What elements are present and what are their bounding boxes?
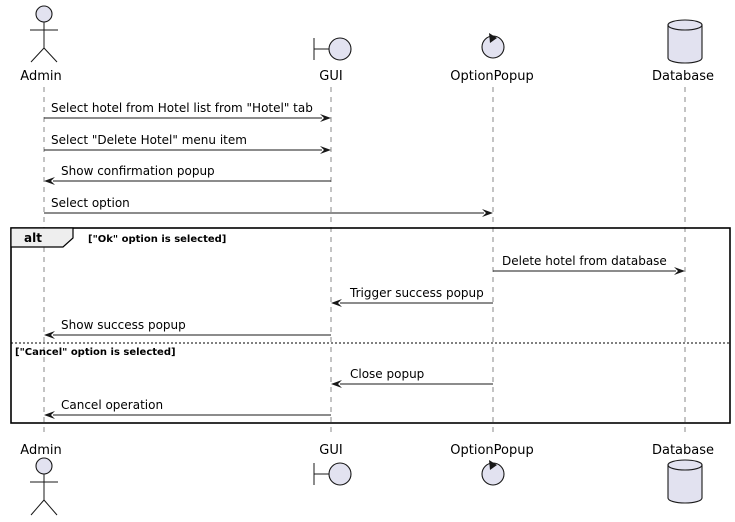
alt-keyword: alt xyxy=(24,231,42,245)
message-label-4: Select option xyxy=(51,196,130,210)
alt-guard-ok: ["Ok" option is selected] xyxy=(88,234,226,245)
message-3 xyxy=(44,177,331,185)
actor-admin-icon-top xyxy=(30,5,58,63)
message-label-6: Trigger success popup xyxy=(349,286,484,300)
actor-admin-icon-bottom xyxy=(30,457,58,516)
message-6 xyxy=(331,299,493,307)
message-4 xyxy=(44,209,493,217)
database-icon-top xyxy=(667,19,703,64)
control-option-popup-icon-bottom xyxy=(481,460,505,486)
message-label-7: Show success popup xyxy=(61,318,186,332)
participant-label-option-popup: OptionPopup xyxy=(450,69,533,84)
message-label-5: Delete hotel from database xyxy=(502,254,667,268)
participant-label-admin-bottom: Admin xyxy=(20,443,61,458)
participant-label-gui: GUI xyxy=(319,69,342,84)
participant-label-database: Database xyxy=(652,69,714,84)
alt-guard-cancel: ["Cancel" option is selected] xyxy=(15,347,176,358)
message-2 xyxy=(44,146,331,154)
message-label-1: Select hotel from Hotel list from "Hotel… xyxy=(51,101,313,115)
message-8 xyxy=(331,380,493,388)
message-7 xyxy=(44,331,331,339)
boundary-gui-icon-top xyxy=(313,37,352,61)
participant-label-gui-bottom: GUI xyxy=(319,443,342,458)
message-5 xyxy=(493,267,685,275)
message-label-3: Show confirmation popup xyxy=(61,164,215,178)
boundary-gui-icon-bottom xyxy=(313,462,352,486)
message-label-9: Cancel operation xyxy=(61,398,163,412)
control-option-popup-icon-top xyxy=(481,33,505,59)
message-9 xyxy=(44,411,331,419)
participant-label-option-popup-bottom: OptionPopup xyxy=(450,443,533,458)
participant-label-database-bottom: Database xyxy=(652,443,714,458)
message-1 xyxy=(44,114,331,122)
database-icon-bottom xyxy=(667,459,703,504)
alt-fragment xyxy=(10,227,731,424)
participant-label-admin: Admin xyxy=(20,69,61,84)
message-label-2: Select "Delete Hotel" menu item xyxy=(51,133,247,147)
message-label-8: Close popup xyxy=(350,367,424,381)
